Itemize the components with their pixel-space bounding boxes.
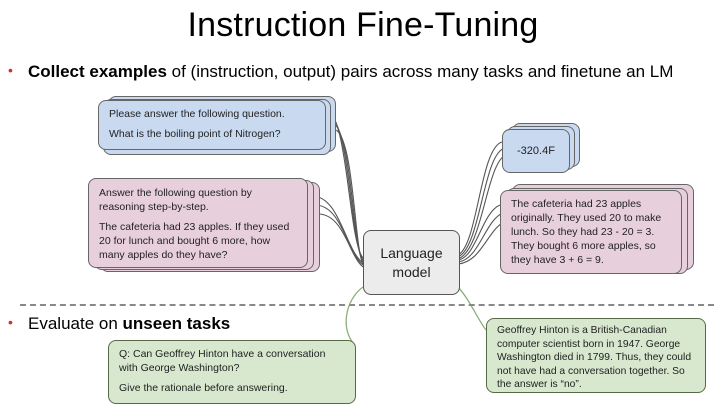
section-divider bbox=[20, 304, 714, 306]
language-model-box: Language model bbox=[363, 230, 460, 295]
bullet-evaluate: • Evaluate on unseen tasks bbox=[8, 314, 230, 334]
output-apples-text: The cafeteria had 23 apples originally. … bbox=[511, 198, 662, 266]
input-card-apples: Answer the following question by reasoni… bbox=[88, 178, 308, 268]
bullet-dot-icon: • bbox=[8, 62, 13, 78]
input-apples-line1: Answer the following question by reasoni… bbox=[99, 187, 252, 213]
input-apples-line2: The cafeteria had 23 apples. If they use… bbox=[99, 221, 290, 261]
language-model-line1: Language bbox=[380, 244, 443, 261]
bullet-evaluate-bold: unseen tasks bbox=[122, 314, 231, 333]
bullet-collect: • Collect examples of (instruction, outpu… bbox=[8, 62, 673, 82]
input-nitrogen-line2: What is the boiling point of Nitrogen? bbox=[109, 128, 281, 140]
eval-output-text: Geoffrey Hinton is a British-Canadian co… bbox=[497, 325, 692, 390]
input-card-nitrogen: Please answer the following question. Wh… bbox=[98, 100, 326, 150]
eval-input-card-hinton: Q: Can Geoffrey Hinton have a conversati… bbox=[108, 340, 356, 404]
eval-input-line2: Give the rationale before answering. bbox=[119, 382, 288, 394]
output-card-apples: The cafeteria had 23 apples originally. … bbox=[500, 190, 682, 274]
slide-title: Instruction Fine-Tuning bbox=[187, 6, 539, 44]
language-model-line2: model bbox=[392, 263, 431, 280]
output-nitrogen-text: -320.4F bbox=[517, 145, 555, 157]
bullet-collect-bold: Collect examples bbox=[28, 62, 167, 81]
eval-input-line1: Q: Can Geoffrey Hinton have a conversati… bbox=[119, 348, 326, 374]
output-card-nitrogen: -320.4F bbox=[502, 129, 570, 173]
eval-output-card-hinton: Geoffrey Hinton is a British-Canadian co… bbox=[486, 318, 706, 393]
bullet-dot-icon: • bbox=[8, 314, 13, 330]
input-nitrogen-line1: Please answer the following question. bbox=[109, 108, 285, 120]
bullet-evaluate-text: Evaluate on bbox=[28, 314, 123, 333]
bullet-collect-text: of (instruction, output) pairs across ma… bbox=[166, 62, 674, 81]
